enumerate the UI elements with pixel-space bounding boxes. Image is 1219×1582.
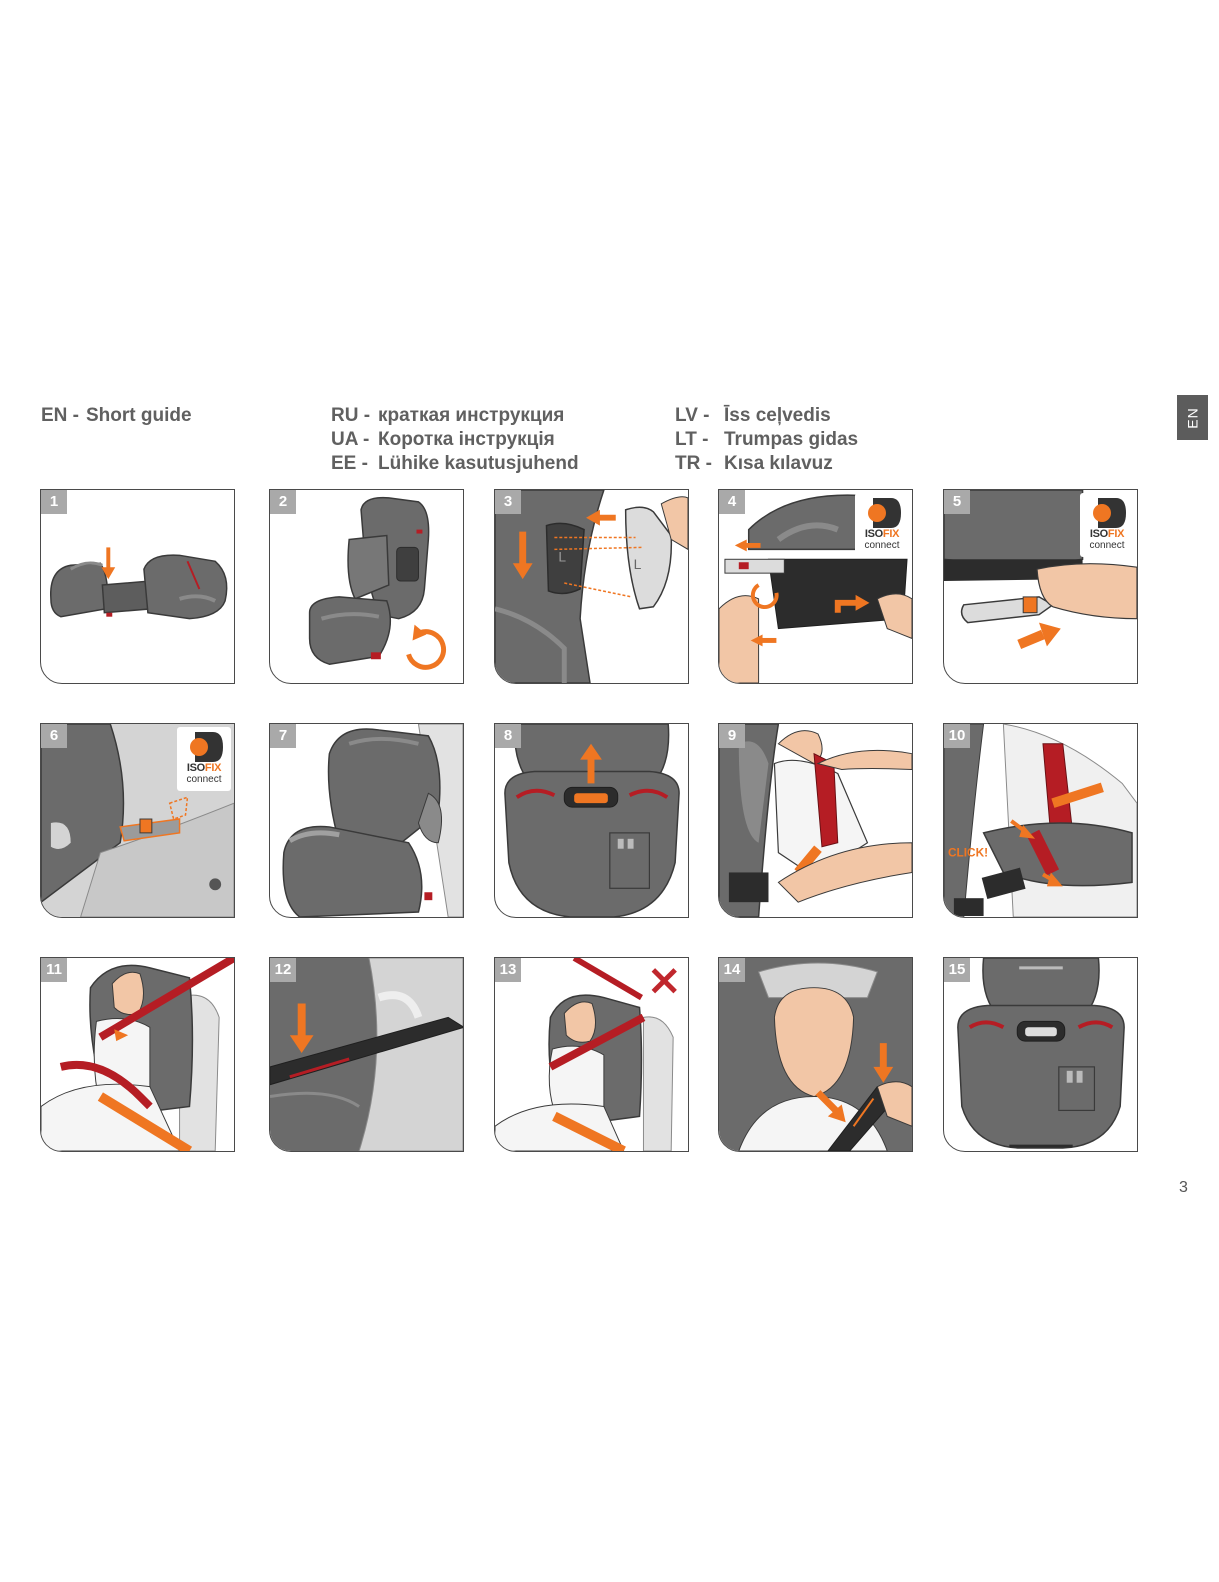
isofix-connect-label: connect bbox=[177, 774, 231, 785]
isofix-logo-icon bbox=[185, 732, 223, 762]
step-number: 15 bbox=[944, 958, 970, 982]
isofix-wordmark: ISOFIX bbox=[177, 762, 231, 774]
step-number: 1 bbox=[41, 490, 67, 514]
step-panel-2: 2 bbox=[269, 489, 464, 684]
step-number: 11 bbox=[41, 958, 67, 982]
click-label: CLICK! bbox=[948, 846, 988, 860]
heading-en: EN -Short guide bbox=[41, 404, 192, 428]
step-number: 2 bbox=[270, 490, 296, 514]
step-panel-12: 12 bbox=[269, 957, 464, 1152]
lang-code: EN - bbox=[41, 404, 86, 428]
seat-side-view-illustration bbox=[270, 490, 463, 683]
seat-installed-illustration bbox=[270, 724, 463, 917]
lang-title: Īss ceļvedis bbox=[724, 405, 831, 426]
step-panel-14: 14 bbox=[718, 957, 913, 1152]
step-panel-6: 6 ISOFIX connect bbox=[40, 723, 235, 918]
language-side-tab: EN bbox=[1177, 395, 1208, 440]
side-tab-label: EN bbox=[1184, 407, 1200, 428]
step-panel-3: 3 L L bbox=[494, 489, 689, 684]
isofix-connect-badge: ISOFIX connect bbox=[177, 727, 231, 791]
step-panel-13: 13 bbox=[494, 957, 689, 1152]
lang-code: EE - bbox=[331, 452, 378, 476]
lang-title: Lühike kasutusjuhend bbox=[378, 453, 579, 474]
isofix-logo-icon bbox=[863, 498, 901, 528]
isofix-connect-label: connect bbox=[855, 540, 909, 551]
page-number: 3 bbox=[1179, 1179, 1188, 1197]
isofix-connect-label: connect bbox=[1080, 540, 1134, 551]
step-panel-11: 11 bbox=[40, 957, 235, 1152]
lang-title: Short guide bbox=[86, 405, 192, 426]
side-wing-mount-illustration: L L bbox=[495, 490, 688, 683]
belt-buckle-click-illustration: CLICK! bbox=[944, 724, 1137, 917]
step-number: 5 bbox=[944, 490, 970, 514]
step-panel-10: 10 CLICK! bbox=[943, 723, 1138, 918]
lang-title: Kısa kılavuz bbox=[724, 453, 833, 474]
lang-code: UA - bbox=[331, 428, 378, 452]
child-belted-incorrect-illustration bbox=[495, 958, 688, 1151]
svg-text:L: L bbox=[558, 548, 566, 564]
lang-code: LV - bbox=[675, 404, 724, 428]
lang-title: Trumpas gidas bbox=[724, 429, 858, 450]
step-panel-8: 8 bbox=[494, 723, 689, 918]
isofix-logo-icon bbox=[1088, 498, 1126, 528]
belt-guide-illustration bbox=[270, 958, 463, 1151]
lang-code: RU - bbox=[331, 404, 378, 428]
step-number: 8 bbox=[495, 724, 521, 748]
isofix-wordmark: ISOFIX bbox=[1080, 528, 1134, 540]
step-number: 13 bbox=[495, 958, 521, 982]
step-panel-1: 1 bbox=[40, 489, 235, 684]
step-panel-15: 15 bbox=[943, 957, 1138, 1152]
child-belted-correct-illustration bbox=[41, 958, 234, 1151]
lang-title: Коротка інструкція bbox=[378, 429, 555, 450]
step-panel-5: 5 ISOFIX connect bbox=[943, 489, 1138, 684]
step-panel-9: 9 bbox=[718, 723, 913, 918]
isofix-wordmark: ISOFIX bbox=[855, 528, 909, 540]
step-number: 10 bbox=[944, 724, 970, 748]
svg-text:L: L bbox=[634, 556, 642, 572]
step-number: 6 bbox=[41, 724, 67, 748]
headrest-adjust-illustration bbox=[495, 724, 688, 917]
step-panel-4: 4 ISOFIX connect bbox=[718, 489, 913, 684]
step-number: 4 bbox=[719, 490, 745, 514]
heading-group-middle: RU -краткая инструкция UA -Коротка інстр… bbox=[331, 404, 579, 476]
step-number: 9 bbox=[719, 724, 745, 748]
lang-code: LT - bbox=[675, 428, 724, 452]
step-number: 3 bbox=[495, 490, 521, 514]
heading-group-right: LV -Īss ceļvedis LT -Trumpas gidas TR -K… bbox=[675, 404, 858, 476]
step-number: 12 bbox=[270, 958, 296, 982]
belt-routing-child-illustration bbox=[719, 724, 912, 917]
isofix-connect-badge: ISOFIX connect bbox=[1080, 493, 1134, 557]
step-number: 7 bbox=[270, 724, 296, 748]
shoulder-belt-adjust-illustration bbox=[719, 958, 912, 1151]
seat-folded-illustration bbox=[41, 490, 234, 683]
seat-front-view-illustration bbox=[944, 958, 1137, 1151]
isofix-connect-badge: ISOFIX connect bbox=[855, 493, 909, 557]
step-number: 14 bbox=[719, 958, 745, 982]
step-panel-7: 7 bbox=[269, 723, 464, 918]
lang-code: TR - bbox=[675, 452, 724, 476]
lang-title: краткая инструкция bbox=[378, 405, 564, 426]
